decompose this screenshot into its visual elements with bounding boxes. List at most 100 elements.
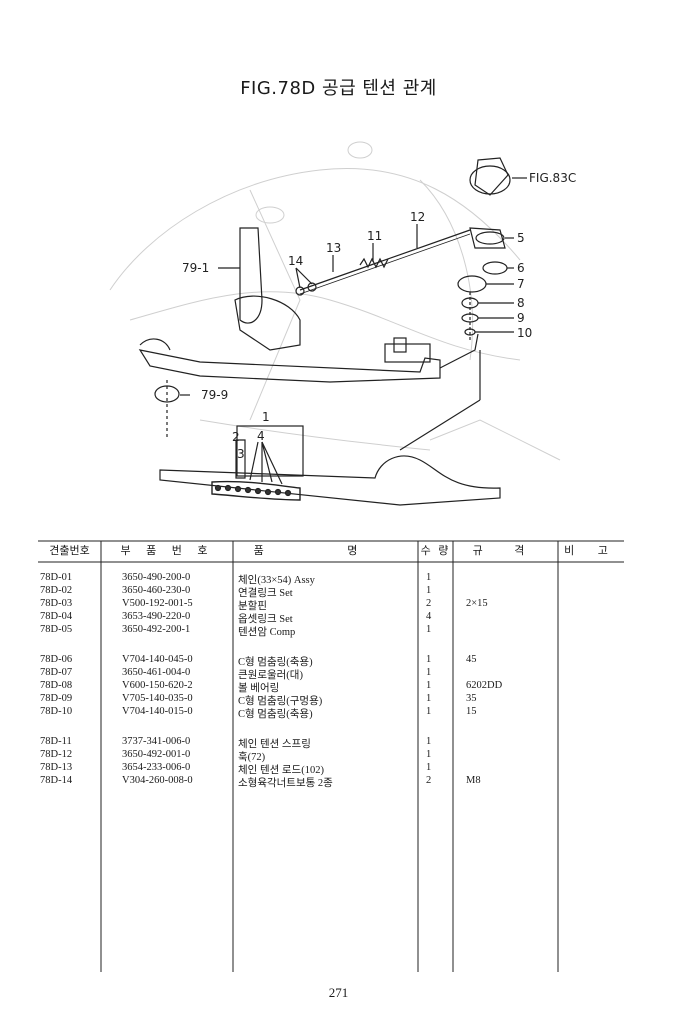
cell-qty: 1 bbox=[426, 572, 432, 583]
cell-qty: 1 bbox=[426, 624, 432, 635]
cell-name: 체인(33×54) Assy bbox=[238, 575, 315, 586]
cell-index: 78D-13 bbox=[40, 762, 73, 773]
cell-index: 78D-04 bbox=[40, 611, 73, 622]
cell-name: 옵셋링크 Set bbox=[238, 614, 293, 625]
chain-links bbox=[214, 484, 292, 497]
callout-5: 5 bbox=[517, 231, 525, 245]
cell-qty: 1 bbox=[426, 680, 432, 691]
base-rail bbox=[138, 349, 441, 383]
cell-name: 볼 베어링 bbox=[238, 683, 280, 694]
chain-1 bbox=[211, 480, 301, 501]
header-remarks: 비 고 bbox=[564, 544, 618, 557]
cell-index: 78D-10 bbox=[40, 706, 73, 717]
cell-name: 체인 텐션 로드(102) bbox=[238, 765, 324, 776]
cell-part-no: V704-140-015-0 bbox=[122, 706, 193, 717]
cell-spec: M8 bbox=[466, 775, 481, 786]
cell-index: 78D-14 bbox=[40, 775, 73, 786]
tension-spring bbox=[359, 257, 389, 269]
cell-spec: 45 bbox=[466, 654, 477, 665]
callout-11: 11 bbox=[367, 229, 382, 243]
bracket-top bbox=[469, 165, 511, 195]
cell-qty: 2 bbox=[426, 775, 432, 786]
rail-post bbox=[393, 337, 407, 353]
cell-name: 분할핀 bbox=[238, 601, 267, 612]
cell-part-no: V304-260-008-0 bbox=[122, 775, 193, 786]
cell-part-no: V600-150-620-2 bbox=[122, 680, 193, 691]
callout-3: 3 bbox=[237, 447, 245, 461]
rail-left-arm bbox=[139, 338, 171, 351]
cell-qty: 1 bbox=[426, 654, 432, 665]
callout-9: 9 bbox=[517, 311, 525, 325]
callout-2: 2 bbox=[232, 430, 240, 444]
cell-qty: 1 bbox=[426, 706, 432, 717]
cell-part-no: 3650-492-200-1 bbox=[122, 624, 191, 635]
roller-6 bbox=[482, 261, 508, 275]
cell-part-no: 3650-460-230-0 bbox=[122, 585, 191, 596]
callout-79-9: 79-9 bbox=[201, 388, 228, 402]
figure-title: FIG.78D 공급 텐션 관계 bbox=[240, 78, 437, 99]
header-spec: 규 격 bbox=[472, 544, 539, 557]
cell-name: 훅(72) bbox=[238, 752, 266, 763]
header-index: 견출번호 bbox=[49, 544, 90, 557]
cell-name: C형 멈춤링(축용) bbox=[238, 709, 313, 720]
cell-part-no: 3653-490-220-0 bbox=[122, 611, 191, 622]
parts-diagram: 79-1 79-9 FIG.83C 1 2 3 4 5 6 7 8 9 10 1… bbox=[109, 141, 576, 506]
header-name: 품 명 bbox=[253, 544, 398, 557]
cell-part-no: 3650-461-004-0 bbox=[122, 667, 191, 678]
callout-13: 13 bbox=[326, 241, 341, 255]
cell-name: 소형육각너트보통 2종 bbox=[238, 778, 333, 789]
lower-frame bbox=[159, 455, 501, 506]
table-lines bbox=[38, 540, 624, 972]
bracket-block bbox=[234, 295, 301, 351]
parts-table: 견출번호 부 품 번 호 품 명 수 량 규 격 비 고 78D-01 3650-… bbox=[38, 540, 624, 972]
cell-spec: 6202DD bbox=[466, 680, 503, 691]
cell-index: 78D-08 bbox=[40, 680, 73, 691]
header-part-no: 부 품 번 호 bbox=[120, 544, 214, 557]
rail-block bbox=[384, 343, 431, 363]
cell-part-no: V704-140-045-0 bbox=[122, 654, 193, 665]
cell-name: 큰원로울러(대) bbox=[238, 670, 303, 681]
callout-10: 10 bbox=[517, 326, 532, 340]
callout-6: 6 bbox=[517, 261, 525, 275]
cell-qty: 2 bbox=[426, 598, 432, 609]
column-79-1 bbox=[239, 227, 263, 324]
cell-name: C형 멈춤링(구멍용) bbox=[238, 696, 323, 707]
cell-name: 연결링크 Set bbox=[238, 588, 293, 599]
cell-part-no: V705-140-035-0 bbox=[122, 693, 193, 704]
cell-index: 78D-11 bbox=[40, 736, 72, 747]
callout-fig83c: FIG.83C bbox=[529, 171, 576, 185]
cell-qty: 1 bbox=[426, 585, 432, 596]
header-qty: 수 량 bbox=[420, 544, 451, 557]
cell-part-no: 3650-490-200-0 bbox=[122, 572, 191, 583]
cell-part-no: V500-192-001-5 bbox=[122, 598, 193, 609]
cell-name: 체인 텐션 스프링 bbox=[238, 739, 311, 750]
cell-qty: 1 bbox=[426, 667, 432, 678]
cell-index: 78D-06 bbox=[40, 654, 73, 665]
cell-part-no: 3650-492-001-0 bbox=[122, 749, 191, 760]
cell-spec: 15 bbox=[466, 706, 477, 717]
callout-79-1: 79-1 bbox=[182, 261, 209, 275]
cell-index: 78D-01 bbox=[40, 572, 73, 583]
cell-index: 78D-09 bbox=[40, 693, 73, 704]
background-ghost-drawing bbox=[109, 141, 561, 461]
cell-qty: 1 bbox=[426, 693, 432, 704]
link-2 bbox=[235, 439, 246, 479]
cell-index: 78D-12 bbox=[40, 749, 73, 760]
cell-qty: 1 bbox=[426, 736, 432, 747]
cell-index: 78D-07 bbox=[40, 667, 73, 678]
tension-rod bbox=[299, 229, 471, 291]
cell-part-no: 3654-233-006-0 bbox=[122, 762, 191, 773]
callout-1: 1 bbox=[262, 410, 270, 424]
snap-ring-5 bbox=[475, 231, 505, 245]
cell-index: 78D-05 bbox=[40, 624, 73, 635]
page-number: 271 bbox=[328, 985, 349, 1000]
cell-qty: 4 bbox=[426, 611, 432, 622]
cell-name: 텐션암 Comp bbox=[238, 627, 296, 638]
nut-14b bbox=[307, 282, 317, 292]
cell-qty: 1 bbox=[426, 749, 432, 760]
tension-arm bbox=[469, 227, 506, 249]
callout-12: 12 bbox=[410, 210, 425, 224]
callout-8: 8 bbox=[517, 296, 525, 310]
rail-connector-line bbox=[439, 333, 479, 369]
cell-spec: 2×15 bbox=[466, 598, 488, 609]
